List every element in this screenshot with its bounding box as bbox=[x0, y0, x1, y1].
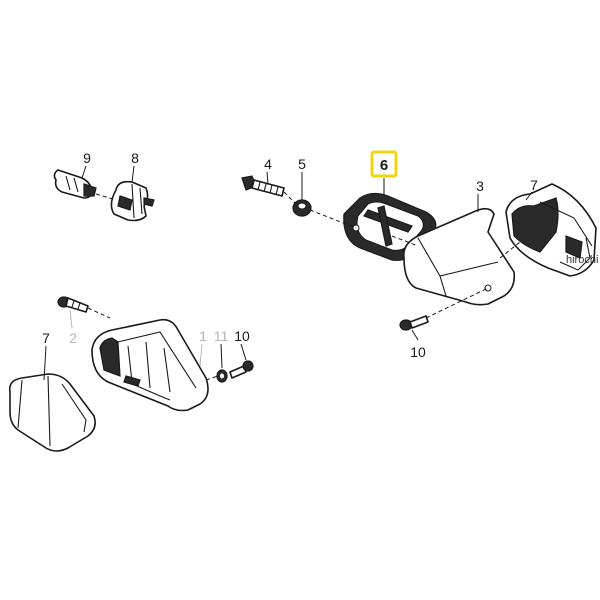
callout-6: 6 bbox=[380, 157, 388, 174]
callout-2: 2 bbox=[69, 330, 77, 346]
callout-10-right: 10 bbox=[410, 344, 426, 360]
callout-11: 11 bbox=[214, 328, 229, 344]
callout-1: 1 bbox=[199, 328, 207, 344]
callout-7-left: 7 bbox=[42, 330, 50, 346]
callout-10-left: 10 bbox=[234, 328, 250, 344]
bulb-part bbox=[53, 169, 97, 199]
washer-part bbox=[216, 369, 228, 383]
callout-4: 4 bbox=[264, 156, 272, 172]
callout-3: 3 bbox=[476, 178, 484, 194]
screw-left-part bbox=[57, 296, 89, 313]
nut-part bbox=[292, 199, 312, 217]
housing-left-part bbox=[91, 318, 209, 412]
callout-7-right: 7 bbox=[530, 177, 538, 193]
screw-left-small-part bbox=[229, 360, 254, 379]
socket-part bbox=[110, 180, 155, 222]
leader-lines bbox=[43, 165, 533, 381]
screw-right-part bbox=[399, 315, 429, 331]
highlight-box bbox=[370, 150, 398, 178]
callout-5: 5 bbox=[298, 156, 306, 172]
housing-part bbox=[402, 207, 516, 306]
lens-left-part bbox=[8, 373, 96, 452]
callout-9: 9 bbox=[83, 150, 91, 166]
screw-part bbox=[241, 175, 285, 197]
watermark-text: hirochi bbox=[566, 254, 598, 266]
callout-8: 8 bbox=[131, 150, 139, 166]
lens-right-part bbox=[505, 183, 597, 277]
